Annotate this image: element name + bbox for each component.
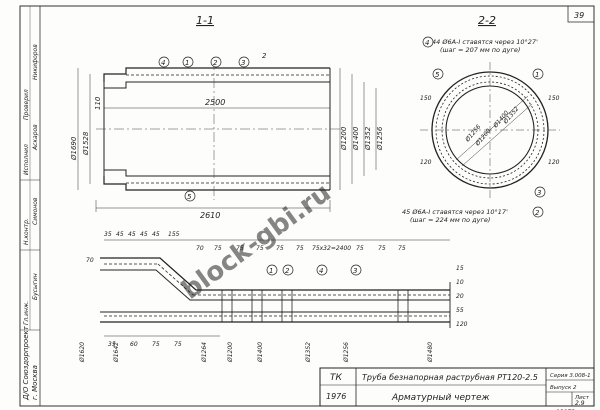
dim-d-socket: Ø1528 [82, 131, 90, 156]
drawing-subtitle: Арматурный чертеж [391, 393, 491, 403]
org-name: Д/О Союздорпроект [22, 325, 30, 401]
dim-length-total: 2610 [200, 211, 220, 220]
detail-side-dim-3: 10 [456, 279, 464, 286]
detail-d-label-4: Ø1200 [227, 342, 234, 363]
detail-side-dim-1: 70 [86, 257, 94, 264]
detail-d-label-1: Ø1620 [79, 342, 86, 363]
section-2-note-top: 44 Ø6А-I ставятся через 10°27' [432, 38, 538, 46]
section-2-side-4: 120 [548, 159, 560, 166]
detail-d-label-8: Ø1480 [427, 342, 434, 363]
section-2-note-bottom-sub: (шаг = 224 мм по дуге) [410, 216, 490, 224]
dim-d-outer: Ø1690 [70, 136, 78, 161]
detail-top-dim-2: 45 [116, 231, 124, 238]
section-2-title: 2-2 [478, 14, 496, 27]
dim-length-main: 2500 [205, 98, 225, 107]
section-2-side-1: 150 [420, 95, 432, 102]
detail-socket: 35 45 45 45 45 155 70 75 75 75 75 75 75x… [79, 231, 468, 363]
drawing-title: Труба безнапорная раструбная РТ120-2.5 [362, 373, 538, 382]
detail-top-dim-3: 45 [128, 231, 136, 238]
dim-d-1352: Ø1352 [364, 126, 372, 151]
dim-left-110: 110 [94, 96, 102, 110]
title-block: ТК 1976 Труба безнапорная раструбная РТ1… [319, 367, 595, 407]
detail-top-dim-13: 75x32=2400 [312, 245, 351, 252]
detail-bottom-dim-2: 60 [130, 341, 138, 348]
section-2-2: 2-2 44 Ø6А-I ставятся через 10°27' (шаг … [402, 14, 560, 224]
callout-2-2: 2 [535, 209, 540, 217]
detail-top-dim-5: 45 [152, 231, 160, 238]
side-name-3: Симонов [32, 197, 39, 225]
dim-d-1200: Ø1200 [340, 126, 348, 151]
detail-top-dim-10: 75 [256, 245, 264, 252]
page-number-box [567, 5, 595, 23]
detail-top-dim-7: 70 [196, 245, 204, 252]
detail-top-dim-16: 75 [398, 245, 406, 252]
detail-bottom-dim-1: 35 [108, 341, 116, 348]
section-1-title: 1-1 [196, 14, 214, 27]
detail-top-dim-12: 75 [296, 245, 304, 252]
callout-2-3: 3 [537, 189, 541, 197]
detail-top-dim-6: 155 [168, 231, 180, 238]
detail-side-dim-2: 15 [456, 265, 464, 272]
section-2-note-bottom: 45 Ø6А-I ставятся через 10°17' [402, 208, 508, 216]
dim-arrow-2: 2 [262, 52, 267, 60]
callout-2-5: 5 [435, 71, 440, 79]
callout-2-1: 1 [535, 71, 539, 79]
detail-d-label-5: Ø1400 [257, 342, 264, 363]
doc-code: ТК [330, 373, 342, 383]
callout-1-4: 4 [161, 59, 165, 67]
side-title-3: Н.контр. [23, 218, 30, 245]
detail-d-label-3: Ø1264 [201, 342, 208, 363]
callout-1-1: 1 [185, 59, 189, 67]
detail-top-dim-15: 75 [378, 245, 386, 252]
section-1-1: 1-1 2500 2610 Ø1690 Ø1528 110 Ø1200 Ø140… [70, 14, 384, 220]
callout-1-2: 2 [213, 59, 218, 67]
side-name-4: Бусыгин [32, 273, 39, 300]
section-2-side-3: 120 [420, 159, 432, 166]
outer-frame [19, 5, 595, 407]
doc-year: 1976 [326, 392, 346, 401]
detail-top-dim-1: 35 [104, 231, 112, 238]
callout-1-3: 3 [241, 59, 245, 67]
detail-callout-3: 3 [353, 267, 357, 275]
detail-bottom-dim-3: 75 [152, 341, 160, 348]
detail-top-dim-11: 75 [276, 245, 284, 252]
detail-d-label-7: Ø1256 [343, 342, 350, 363]
side-stamp: Д/О Союздорпроект г. Москва Проверил Исп… [20, 6, 40, 401]
detail-callout-2: 2 [285, 267, 290, 275]
detail-side-dim-6: 120 [456, 321, 468, 328]
detail-d-label-2: Ø1642 [113, 342, 120, 363]
callout-2-4: 4 [425, 39, 429, 47]
callout-1-5: 5 [187, 193, 192, 201]
section-2-note-top-sub: (шаг = 207 мм по дуге) [440, 46, 520, 54]
detail-callout-4: 4 [319, 267, 323, 275]
detail-bottom-dim-4: 75 [174, 341, 182, 348]
city-name: г. Москва [31, 365, 39, 400]
detail-callout-1: 1 [269, 267, 273, 275]
page-number: 39 [574, 11, 584, 20]
watermark: block-gbi.ru [176, 178, 336, 306]
side-name-2: Аскаров [32, 124, 39, 151]
detail-top-dim-9: 75 [236, 245, 244, 252]
detail-d-label-6: Ø1352 [305, 342, 312, 363]
detail-side-dim-4: 20 [456, 293, 464, 300]
sheet-number: 2.9 [575, 400, 585, 407]
dim-d-1256: Ø1256 [376, 126, 384, 151]
detail-top-dim-8: 75 [214, 245, 222, 252]
side-title-1: Проверил [23, 89, 30, 120]
detail-side-dim-5: 55 [456, 307, 464, 314]
dim-d-1400: Ø1400 [352, 126, 360, 151]
series-code: Серия 3.008-1 [550, 373, 591, 379]
section-2-side-2: 150 [548, 95, 560, 102]
side-title-2: Исполнил [23, 144, 30, 175]
issue: Выпуск 2 [550, 385, 577, 391]
side-name-1: Никифоров [32, 44, 39, 80]
side-title-4: Гл.инж. [23, 301, 30, 325]
detail-top-dim-14: 75 [356, 245, 364, 252]
detail-top-dim-4: 45 [140, 231, 148, 238]
sheet-label: Лист [574, 395, 590, 401]
